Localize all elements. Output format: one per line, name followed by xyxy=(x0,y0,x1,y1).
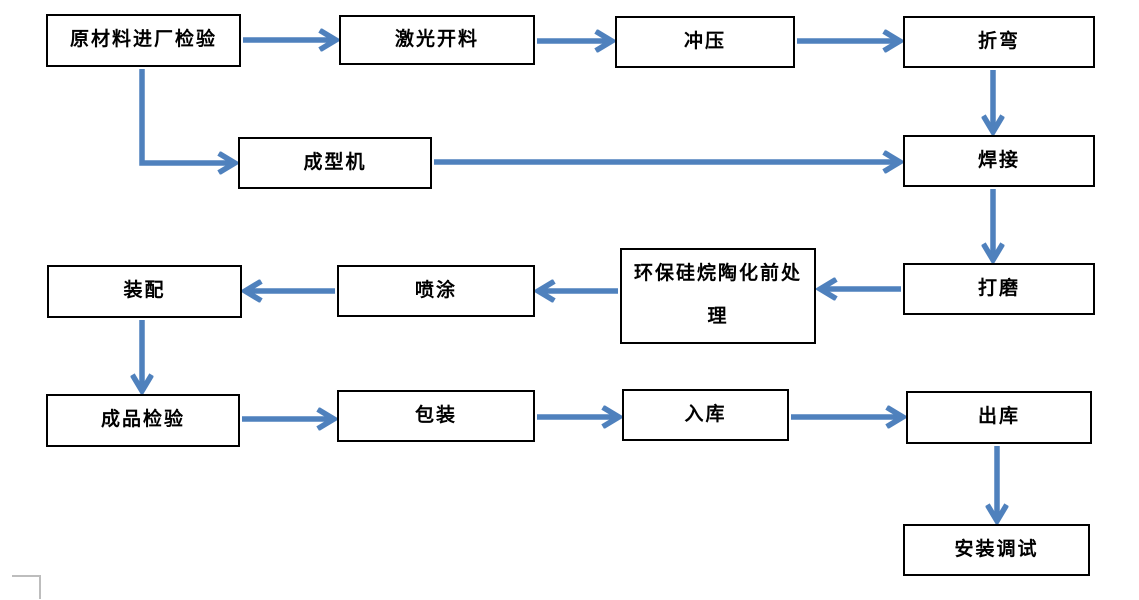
flow-node-label-grinding: 打磨 xyxy=(977,277,1020,299)
flow-node-label-assembly: 装配 xyxy=(123,280,166,302)
flow-node-forming-machine[interactable]: 成型机 xyxy=(238,137,432,189)
flow-node-welding[interactable]: 焊接 xyxy=(903,135,1095,187)
flow-node-warehousing[interactable]: 入库 xyxy=(622,389,789,441)
flow-node-label-stamping: 冲压 xyxy=(683,30,726,52)
flow-node-bending[interactable]: 折弯 xyxy=(903,16,1095,68)
flow-node-label-finished-inspection: 成品检验 xyxy=(100,409,185,431)
flow-node-label-packaging: 包装 xyxy=(414,404,457,426)
flow-node-laser-cutting[interactable]: 激光开料 xyxy=(339,15,535,65)
flow-node-label-warehousing: 入库 xyxy=(684,403,727,425)
page-corner-mark-vertical xyxy=(39,575,41,599)
flow-node-grinding[interactable]: 打磨 xyxy=(903,263,1095,315)
flow-node-silane-pretreatment[interactable]: 环保硅烷陶化前处理 xyxy=(620,248,816,344)
flow-node-packaging[interactable]: 包装 xyxy=(337,390,535,442)
flow-node-label-installation-debugging: 安装调试 xyxy=(954,538,1039,560)
flow-node-label-outbound: 出库 xyxy=(977,406,1020,428)
flow-node-outbound[interactable]: 出库 xyxy=(906,391,1092,444)
page-corner-mark-horizontal xyxy=(12,575,41,577)
flow-arrow-raw-material-inspection-to-forming-machine xyxy=(139,69,231,163)
flow-node-spraying[interactable]: 喷涂 xyxy=(337,265,535,317)
flow-node-stamping[interactable]: 冲压 xyxy=(615,16,795,68)
flow-node-raw-material-inspection[interactable]: 原材料进厂检验 xyxy=(46,14,241,67)
flow-node-label-silane-pretreatment: 环保硅烷陶化前处理 xyxy=(634,263,803,327)
flow-node-label-spraying: 喷涂 xyxy=(414,279,457,301)
flow-node-installation-debugging[interactable]: 安装调试 xyxy=(903,524,1090,576)
flow-node-label-bending: 折弯 xyxy=(977,30,1020,52)
flow-node-label-raw-material-inspection: 原材料进厂检验 xyxy=(69,29,217,51)
flow-node-label-laser-cutting: 激光开料 xyxy=(394,28,479,50)
flow-node-finished-inspection[interactable]: 成品检验 xyxy=(46,394,240,447)
flow-node-label-welding: 焊接 xyxy=(977,149,1020,171)
flow-node-label-forming-machine: 成型机 xyxy=(303,151,367,173)
flow-node-assembly[interactable]: 装配 xyxy=(47,265,242,318)
